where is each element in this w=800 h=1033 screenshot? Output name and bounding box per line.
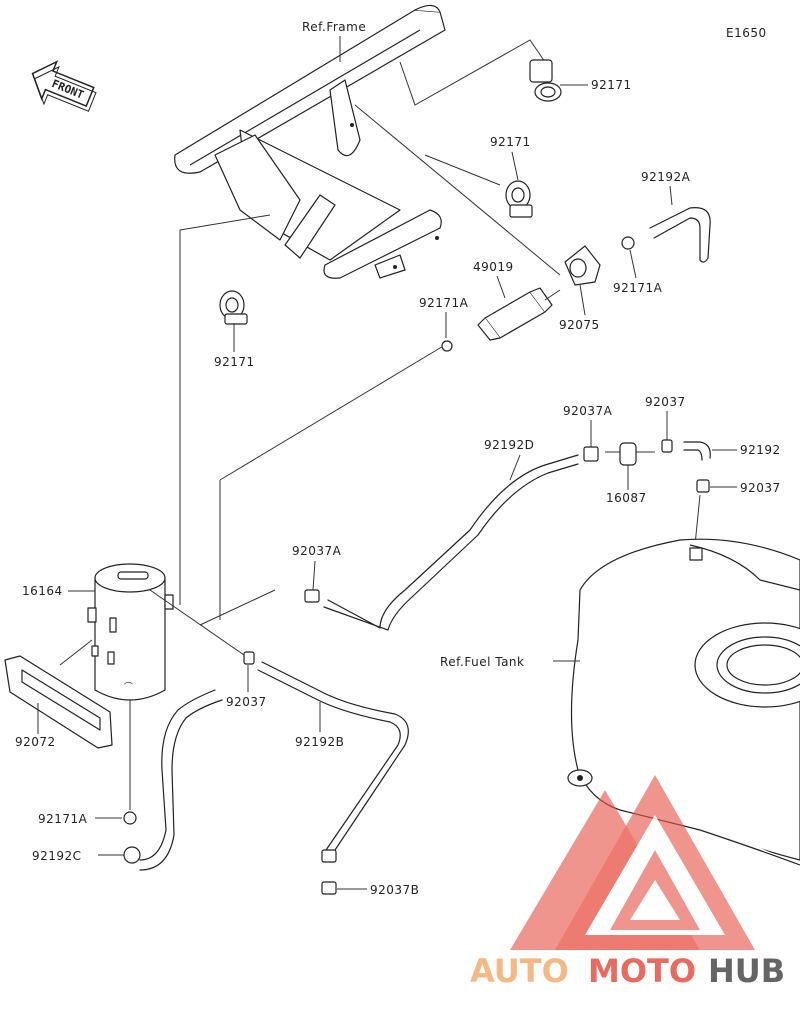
watermark-text-moto: MOTO [588,952,696,990]
label-92171-top: 92171 [591,78,632,92]
label-92171a-low: 92171A [38,812,88,826]
svg-text:⌒: ⌒ [124,682,133,693]
clamp-92171a-upper-right [621,236,635,250]
hose-92192d [323,454,579,631]
fuel-filter-49019 [477,287,561,341]
label-92037-low: 92037 [226,695,267,709]
label-92171-left: 92171 [214,355,255,369]
front-arrow-icon: FRONT [31,60,97,112]
label-92037a-mid: 92037A [292,544,342,558]
label-16087: 16087 [606,491,647,505]
ref-frame-label: Ref.Frame [302,20,366,34]
clamp-92171a-left [441,340,453,352]
watermark-text-auto: AUTO [470,952,569,990]
label-92171a-upper-right: 92171A [613,281,663,295]
clamp-92171-left [219,290,248,325]
valve-16087 [605,442,655,466]
label-92192d: 92192D [484,438,534,452]
canister-16164: ⌒ [87,563,174,701]
hose-92192 [683,441,711,461]
automotohub-watermark-logo [510,775,755,950]
clamp-92037-right [696,479,710,493]
clamp-92037a-mid [304,589,320,603]
hose-92192a [649,207,711,263]
ref-fuel-tank-label: Ref.Fuel Tank [440,655,524,669]
clamp-92037-top [661,439,673,453]
label-92037-top: 92037 [645,395,686,409]
strap-92072 [4,655,113,749]
hose-92192b [257,661,409,863]
fuel-tank-reference [567,538,800,866]
label-92192: 92192 [740,443,781,457]
clamp-92171-mid [505,180,533,218]
label-92075: 92075 [559,318,600,332]
clamp-92037b [321,881,337,895]
holder-92075 [564,245,601,286]
label-92072: 92072 [15,735,56,749]
label-92171a-left: 92171A [419,296,469,310]
label-92037-right: 92037 [740,481,781,495]
label-92192b: 92192B [295,735,344,749]
label-92037b: 92037B [370,883,419,897]
watermark-text-hub: HUB [708,952,785,990]
clamp-92171a-low [123,811,137,825]
frame-reference [174,4,446,279]
label-92192c: 92192C [32,849,82,863]
hose-92192c [123,689,223,871]
label-92192a: 92192A [641,170,691,184]
clamp-92037a-top [583,446,599,462]
label-16164: 16164 [22,584,63,598]
label-92037a-top: 92037A [563,404,613,418]
diagram-code: E1650 [726,26,767,40]
clamp-92171-top [529,59,562,102]
label-92171-mid: 92171 [490,135,531,149]
label-49019: 49019 [473,260,514,274]
clamp-92037-low [243,651,255,665]
